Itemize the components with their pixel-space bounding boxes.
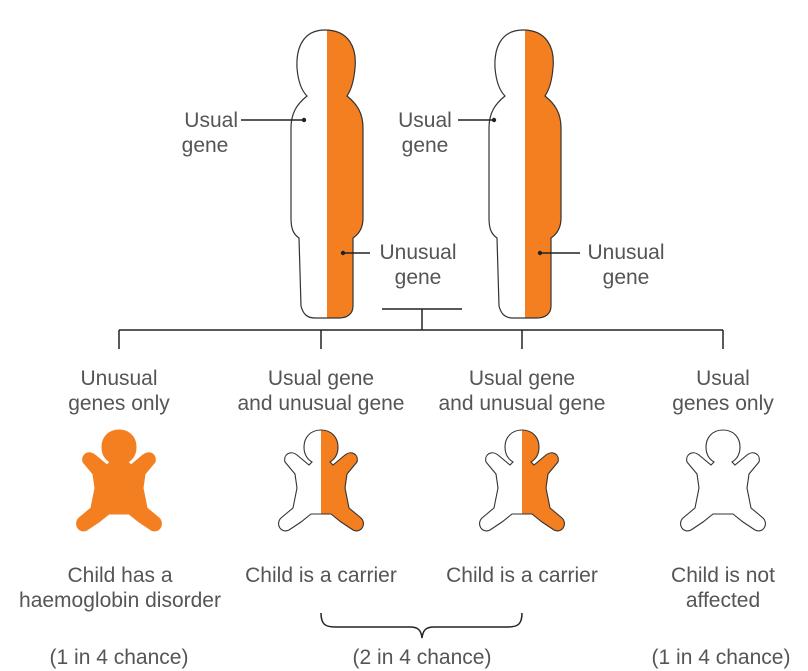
parent-figure-right	[489, 30, 561, 318]
unusual-gene-dot-left	[341, 251, 345, 255]
child-genes-label-2-line1: Usual gene	[231, 366, 411, 391]
usual-gene-label-right-line2: gene	[390, 133, 460, 158]
family-tree-lines	[119, 309, 723, 349]
chance-label-middle: (2 in 4 chance)	[337, 645, 507, 670]
unusual-gene-label-right: Unusual gene	[580, 240, 672, 290]
child-genes-label-2: Usual gene and unusual gene	[231, 366, 411, 416]
child-genes-label-4: Usual genes only	[653, 366, 793, 416]
unusual-gene-label-left-line2: gene	[372, 265, 464, 290]
child-outcome-label-2: Child is a carrier	[236, 563, 406, 588]
child-genes-label-1: Unusual genes only	[39, 366, 199, 416]
unusual-gene-dot-right	[538, 251, 542, 255]
child-outcome-label-4-line2: affected	[653, 588, 793, 613]
usual-gene-label-left-line2: gene	[168, 133, 238, 158]
child-outcome-label-1-line2: haemoglobin disorder	[4, 588, 236, 613]
unusual-gene-label-left: Unusual gene	[372, 240, 464, 290]
child-genes-label-1-line1: Unusual	[39, 366, 199, 391]
chance-label-first: (1 in 4 chance)	[34, 645, 204, 670]
child-genes-label-3-line1: Usual gene	[432, 366, 612, 391]
child-figure-carrier-1	[279, 430, 364, 531]
usual-gene-label-left-line1: Usual	[168, 108, 238, 133]
unusual-gene-label-right-line2: gene	[580, 265, 672, 290]
child-genes-label-3-line2: and unusual gene	[432, 391, 612, 416]
usual-gene-label-right-line1: Usual	[390, 108, 460, 133]
child-genes-label-4-line1: Usual	[653, 366, 793, 391]
child-genes-label-2-line2: and unusual gene	[231, 391, 411, 416]
unusual-gene-label-right-line1: Unusual	[580, 240, 672, 265]
parent-figure-left	[291, 30, 363, 318]
child-outcome-label-4: Child is not affected	[653, 563, 793, 613]
usual-gene-dot-right	[492, 118, 496, 122]
usual-gene-label-right: Usual gene	[390, 108, 460, 158]
child-figure-affected	[77, 430, 162, 531]
child-figure-unaffected	[681, 430, 766, 531]
child-outcome-label-3: Child is a carrier	[437, 563, 607, 588]
child-genes-label-4-line2: genes only	[653, 391, 793, 416]
chance-label-last: (1 in 4 chance)	[636, 645, 806, 670]
child-figure-carrier-2	[480, 430, 565, 531]
unusual-gene-label-left-line1: Unusual	[372, 240, 464, 265]
child-genes-label-3: Usual gene and unusual gene	[432, 366, 612, 416]
child-outcome-label-3-line1: Child is a carrier	[437, 563, 607, 588]
child-outcome-label-4-line1: Child is not	[653, 563, 793, 588]
usual-gene-label-left: Usual gene	[168, 108, 238, 158]
child-outcome-label-1: Child has a haemoglobin disorder	[4, 563, 236, 613]
child-outcome-label-2-line1: Child is a carrier	[236, 563, 406, 588]
child-genes-label-1-line2: genes only	[39, 391, 199, 416]
carrier-brace	[321, 613, 522, 638]
usual-gene-dot-left	[302, 118, 306, 122]
child-outcome-label-1-line1: Child has a	[4, 563, 236, 588]
